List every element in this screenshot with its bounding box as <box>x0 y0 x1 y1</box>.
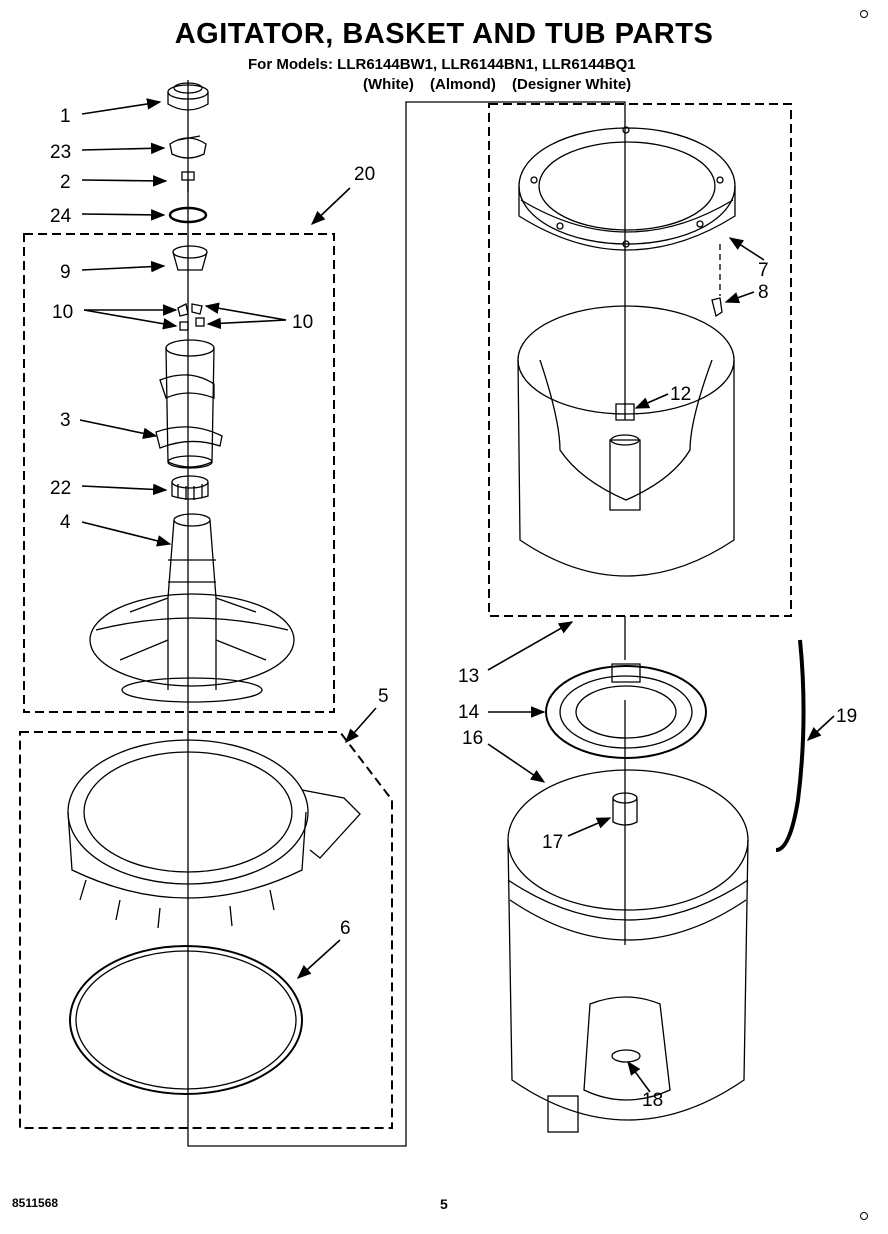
arrow-7 <box>728 237 765 261</box>
tub-seal-part <box>612 792 638 826</box>
assembly-connector-line <box>187 80 626 1147</box>
outer-tub-part <box>507 769 749 1133</box>
page-title: AGITATOR, BASKET AND TUB PARTS <box>174 18 714 50</box>
arrow-24 <box>81 209 166 221</box>
callout-20: 20 <box>354 164 375 185</box>
tub-ring-part <box>67 739 361 929</box>
arrow-10-right-a <box>204 302 287 321</box>
callout-10-left: 10 <box>52 302 73 323</box>
arrow-17 <box>567 817 612 837</box>
model-colors: (White) (Almond) (Designer White) <box>363 76 643 93</box>
callout-19: 19 <box>836 706 857 727</box>
arrow-1 <box>81 98 162 115</box>
arrow-19 <box>806 715 835 741</box>
agitator-cap-part <box>167 82 209 111</box>
arrow-16 <box>487 743 546 783</box>
callout-9: 9 <box>60 262 71 283</box>
hose-part <box>775 639 806 852</box>
callout-13: 13 <box>458 666 479 687</box>
models-line: For Models: LLR6144BW1, LLR6144BN1, LLR6… <box>248 56 636 73</box>
callout-12: 12 <box>670 384 691 405</box>
arrow-4 <box>81 521 172 547</box>
arrow-13 <box>487 621 574 671</box>
callout-8: 8 <box>758 282 769 303</box>
arrow-18 <box>627 1060 651 1093</box>
registration-mark-bottom-right <box>860 1212 868 1220</box>
drive-bell-part <box>171 475 209 500</box>
arrow-10-right-b <box>206 317 287 330</box>
arrow-22 <box>81 483 168 496</box>
arrow-10-left-b <box>83 309 178 330</box>
arrow-23 <box>81 142 166 155</box>
callout-5: 5 <box>378 686 389 707</box>
agitator-auger-part <box>155 339 223 469</box>
color-almond: (Almond) <box>430 76 496 93</box>
arrow-6 <box>296 939 341 979</box>
callout-17: 17 <box>542 832 563 853</box>
basket-drive-part <box>545 663 707 759</box>
clip-part <box>711 297 723 318</box>
document-code: 8511568 <box>12 1196 59 1210</box>
callout-2: 2 <box>60 172 71 193</box>
callout-6: 6 <box>340 918 351 939</box>
callout-14: 14 <box>458 702 480 723</box>
arrow-3 <box>79 419 158 439</box>
agitator-base-part <box>89 513 295 703</box>
callout-7: 7 <box>758 260 769 281</box>
group-box-basket <box>488 103 792 617</box>
arrow-8 <box>724 291 755 304</box>
callout-4: 4 <box>60 512 71 533</box>
arrow-20 <box>310 187 351 225</box>
agitator-dogs-part <box>177 303 205 331</box>
basket-part <box>517 305 735 577</box>
callout-22: 22 <box>50 478 71 499</box>
callout-1: 1 <box>60 106 71 127</box>
color-designer-white: (Designer White) <box>512 76 632 93</box>
cam-part <box>169 135 207 159</box>
callout-24: 24 <box>50 206 72 227</box>
callout-3: 3 <box>60 410 71 431</box>
registration-mark-top-right <box>860 10 868 18</box>
color-white: (White) <box>363 76 414 93</box>
o-ring-part <box>168 206 208 224</box>
group-box-tub-ring <box>19 731 393 1129</box>
cam-assembly-part <box>172 245 208 271</box>
arrow-9 <box>81 260 166 273</box>
tub-seal-ring-part <box>69 945 303 1095</box>
callout-18: 18 <box>642 1090 663 1111</box>
arrow-5 <box>345 707 377 744</box>
group-box-agitator-assembly <box>23 233 335 713</box>
page-number: 5 <box>440 1196 448 1212</box>
balance-ring-part <box>518 126 736 251</box>
arrow-12 <box>634 393 669 409</box>
callout-16: 16 <box>462 728 483 749</box>
bolt-part <box>181 171 195 192</box>
callout-23: 23 <box>50 142 71 163</box>
arrow-2 <box>81 175 168 187</box>
callout-10-right: 10 <box>292 312 313 333</box>
